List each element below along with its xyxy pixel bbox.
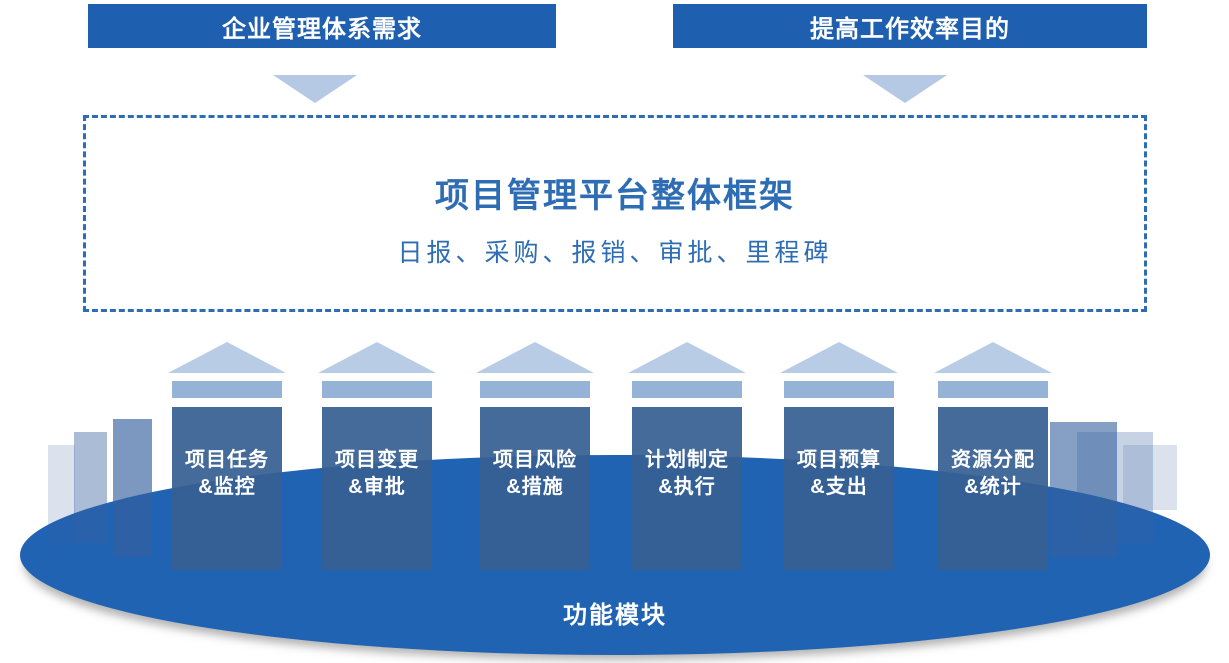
down-arrow-icon xyxy=(273,75,357,103)
building-block xyxy=(1050,422,1117,557)
pillar-project-changes: 项目变更 &审批 xyxy=(318,342,436,570)
pillar-cap xyxy=(322,381,432,398)
banner-enterprise-requirement: 企业管理体系需求 xyxy=(88,4,556,48)
pillar-label: 资源分配 &统计 xyxy=(938,407,1048,570)
building-block xyxy=(113,419,152,557)
pillar-roof-icon xyxy=(628,342,746,373)
pillar-project-tasks: 项目任务 &监控 xyxy=(168,342,286,570)
pillar-roof-icon xyxy=(318,342,436,373)
pillar-label: 项目任务 &监控 xyxy=(172,407,282,570)
framework-title: 项目管理平台整体框架 xyxy=(435,177,795,215)
pillar-cap xyxy=(632,381,742,398)
banner-label: 提高工作效率目的 xyxy=(810,15,1010,43)
down-arrow-icon xyxy=(863,75,947,103)
pillar-cap xyxy=(480,381,590,398)
pillar-label: 计划制定 &执行 xyxy=(632,407,742,570)
pillar-project-budget: 项目预算 &支出 xyxy=(780,342,898,570)
building-block xyxy=(48,445,75,545)
pillar-label: 项目预算 &支出 xyxy=(784,407,894,570)
banner-label: 企业管理体系需求 xyxy=(222,15,422,43)
pillar-resource-allocation: 资源分配 &统计 xyxy=(934,342,1052,570)
pillar-roof-icon xyxy=(780,342,898,373)
pillar-project-risks: 项目风险 &措施 xyxy=(476,342,594,570)
building-block xyxy=(1123,445,1177,510)
pillar-roof-icon xyxy=(476,342,594,373)
pillar-roof-icon xyxy=(168,342,286,373)
framework-box: 项目管理平台整体框架 日报、采购、报销、审批、里程碑 xyxy=(83,115,1147,312)
pillar-label: 项目变更 &审批 xyxy=(322,407,432,570)
banner-efficiency-goal: 提高工作效率目的 xyxy=(673,4,1147,48)
pillar-cap xyxy=(172,381,282,398)
pillar-label: 项目风险 &措施 xyxy=(480,407,590,570)
pillar-cap xyxy=(938,381,1048,398)
pillar-plan-execution: 计划制定 &执行 xyxy=(628,342,746,570)
pillar-roof-icon xyxy=(934,342,1052,373)
pillar-cap xyxy=(784,381,894,398)
building-block xyxy=(1077,432,1153,543)
function-module-label: 功能模块 xyxy=(563,602,667,629)
framework-subtitle: 日报、采购、报销、审批、里程碑 xyxy=(397,239,833,267)
building-block xyxy=(74,432,107,543)
